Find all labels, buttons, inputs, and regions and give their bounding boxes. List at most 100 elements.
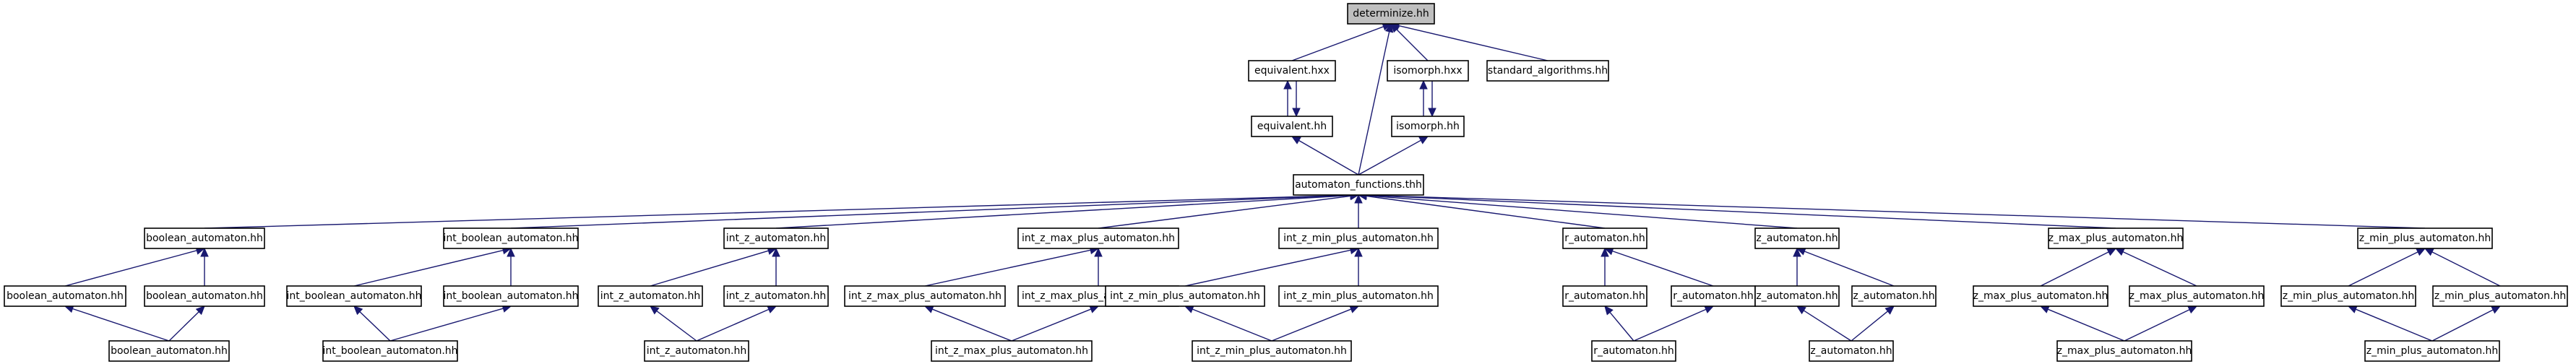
node-label: int_z_automaton.hh [726,233,826,244]
node-int-z-max-plus-automaton-hh-3[interactable]: int_z_max_plus_automaton.hh [931,340,1093,362]
edge-standard_algorithms_hh-to-determinize_hh [1390,22,1548,61]
node-box [1562,285,1647,307]
node-z-automaton-hh-2b[interactable]: z_automaton.hh [1851,285,1937,307]
node-r-automaton-hh-2a[interactable]: r_automaton.hh [1562,285,1647,307]
node-label: r_automaton.hh [1564,233,1645,244]
edge-z_max_plus_automaton_hh_3-to-z_max_plus_automaton_hh_2b [2124,306,2198,342]
arrowhead-icon [1184,305,1194,313]
node-box [108,340,230,362]
node-boolean-automaton-hh-2b[interactable]: boolean_automaton.hh [144,285,265,307]
edge-int_z_automaton_hh_3-to-int_z_automaton_hh_2a [650,306,697,342]
node-int-boolean-automaton-hh-2b[interactable]: int_boolean_automaton.hh [443,285,579,307]
node-label: int_z_min_plus_automaton.hh [1283,290,1434,302]
node-equivalent-hh[interactable]: equivalent.hh [1251,116,1333,137]
node-label: int_z_max_plus_automaton.hh [935,345,1088,357]
node-box [2056,340,2192,362]
edge-line [2124,309,2190,342]
node-determinize-hh[interactable]: determinize.hh [1347,3,1435,25]
edge-line [1358,31,1390,176]
node-label: int_z_automaton.hh [647,345,746,357]
node-z-max-plus-automaton-hh-2b[interactable]: z_max_plus_automaton.hh [2129,285,2265,307]
node-z-max-plus-automaton-hh-2a[interactable]: z_max_plus_automaton.hh [1973,285,2108,307]
arrowhead-icon [1384,22,1394,33]
node-boolean-automaton-hh-3[interactable]: boolean_automaton.hh [108,340,230,362]
arrowhead-icon [1349,305,1360,313]
node-int-z-automaton-hh-1[interactable]: int_z_automaton.hh [723,228,829,249]
node-box [1278,285,1439,307]
node-int-z-min-plus-automaton-hh-2a[interactable]: int_z_min_plus_automaton.hh [1105,285,1265,307]
node-z-min-plus-automaton-hh-2a[interactable]: z_min_plus_automaton.hh [2280,285,2416,307]
node-boolean-automaton-hh-1[interactable]: boolean_automaton.hh [144,228,265,249]
arrowhead-icon [195,306,205,316]
node-label: int_z_automaton.hh [726,290,826,302]
node-box [1671,285,1756,307]
node-z-automaton-hh-2a[interactable]: z_automaton.hh [1754,285,1840,307]
edge-line [1184,249,1351,287]
node-z-automaton-hh-1[interactable]: z_automaton.hh [1754,228,1840,249]
edges-layer [64,22,2502,342]
node-int-boolean-automaton-hh-1[interactable]: int_boolean_automaton.hh [443,228,579,249]
arrowhead-icon [1291,136,1301,144]
node-int-z-automaton-hh-3[interactable]: int_z_automaton.hh [644,340,749,362]
edge-int_boolean_automaton_hh_2a-to-int_boolean_automaton_hh_1 [353,246,512,287]
edge-int_z_max_plus_automaton_hh_3-to-int_z_max_plus_automaton_hh_2a [923,305,1012,342]
node-int-z-automaton-hh-2b[interactable]: int_z_automaton.hh [723,285,829,307]
arrowhead-icon [1796,306,1806,315]
node-z-max-plus-automaton-hh-3[interactable]: z_max_plus_automaton.hh [2056,340,2192,362]
node-z-min-plus-automaton-hh-2b[interactable]: z_min_plus_automaton.hh [2432,285,2568,307]
node-int-z-max-plus-automaton-hh-2a[interactable]: int_z_max_plus_automaton.hh [844,285,1006,307]
node-label: int_z_max_plus_automaton.hh [848,290,1001,302]
edge-line [2122,251,2197,287]
edge-line [1271,308,1352,342]
node-box [443,285,579,307]
node-box [1278,228,1439,249]
edge-line [650,250,769,287]
edge-automaton_functions_thh-to-equivalent_hh [1291,136,1359,176]
node-automaton-functions-thh[interactable]: automaton_functions.thh [1293,174,1424,196]
edge-line [389,308,504,342]
node-r-automaton-hh-1[interactable]: r_automaton.hh [1562,228,1647,249]
arrowhead-icon [1283,79,1292,90]
arrowhead-icon [650,306,660,315]
node-label: int_z_min_plus_automaton.hh [1110,290,1260,302]
edge-line [696,308,770,342]
node-int-boolean-automaton-hh-3[interactable]: int_boolean_automaton.hh [322,340,458,362]
node-standard-algorithms-hh[interactable]: standard_algorithms.hh [1486,60,1609,82]
node-z-automaton-hh-3[interactable]: z_automaton.hh [1809,340,1894,362]
node-int-z-max-plus-automaton-hh-1[interactable]: int_z_max_plus_automaton.hh [1017,228,1179,249]
arrowhead-icon [200,247,209,257]
node-label: z_max_plus_automaton.hh [2049,233,2184,244]
node-int-z-automaton-hh-2a[interactable]: int_z_automaton.hh [598,285,703,307]
node-box [1192,340,1352,362]
node-equivalent-hxx[interactable]: equivalent.hxx [1248,60,1336,82]
node-boolean-automaton-hh-2a[interactable]: boolean_automaton.hh [4,285,126,307]
edge-z_automaton_hh_2a-to-z_automaton_hh_1 [1793,247,1801,286]
node-int-z-min-plus-automaton-hh-3[interactable]: int_z_min_plus_automaton.hh [1192,340,1352,362]
edge-automaton_functions_thh-to-determinize_hh [1358,22,1394,176]
node-box [1347,3,1435,25]
node-label: z_max_plus_automaton.hh [2057,345,2192,357]
edge-line [1803,310,1852,342]
edge-line [931,308,1012,342]
node-box [286,285,422,307]
node-int-z-min-plus-automaton-hh-2b[interactable]: int_z_min_plus_automaton.hh [1278,285,1439,307]
edge-line [359,311,391,342]
node-box [4,285,126,307]
node-int-z-min-plus-automaton-hh-1[interactable]: int_z_min_plus_automaton.hh [1278,228,1439,249]
node-box [931,340,1093,362]
edge-line [924,249,1091,287]
node-isomorph-hxx[interactable]: isomorph.hxx [1387,60,1469,82]
node-z-min-plus-automaton-hh-1[interactable]: z_min_plus_automaton.hh [2357,228,2493,249]
edge-equivalent_hxx-to-equivalent_hh [1292,81,1301,118]
edge-z_min_plus_automaton_hh_1-to-automaton_functions_thh [1357,191,2426,229]
node-r-automaton-hh-3[interactable]: r_automaton.hh [1591,340,1676,362]
node-z-min-plus-automaton-hh-3[interactable]: z_min_plus_automaton.hh [2364,340,2500,362]
edge-int_z_min_plus_automaton_hh_2b-to-int_z_min_plus_automaton_hh_1 [1354,247,1363,286]
node-int-boolean-automaton-hh-2a[interactable]: int_boolean_automaton.hh [286,285,422,307]
edge-line [1366,195,1798,229]
node-z-max-plus-automaton-hh-1[interactable]: z_max_plus_automaton.hh [2048,228,2184,249]
node-box [2129,285,2265,307]
node-r-automaton-hh-2b[interactable]: r_automaton.hh [1671,285,1756,307]
node-isomorph-hh[interactable]: isomorph.hh [1391,116,1465,137]
